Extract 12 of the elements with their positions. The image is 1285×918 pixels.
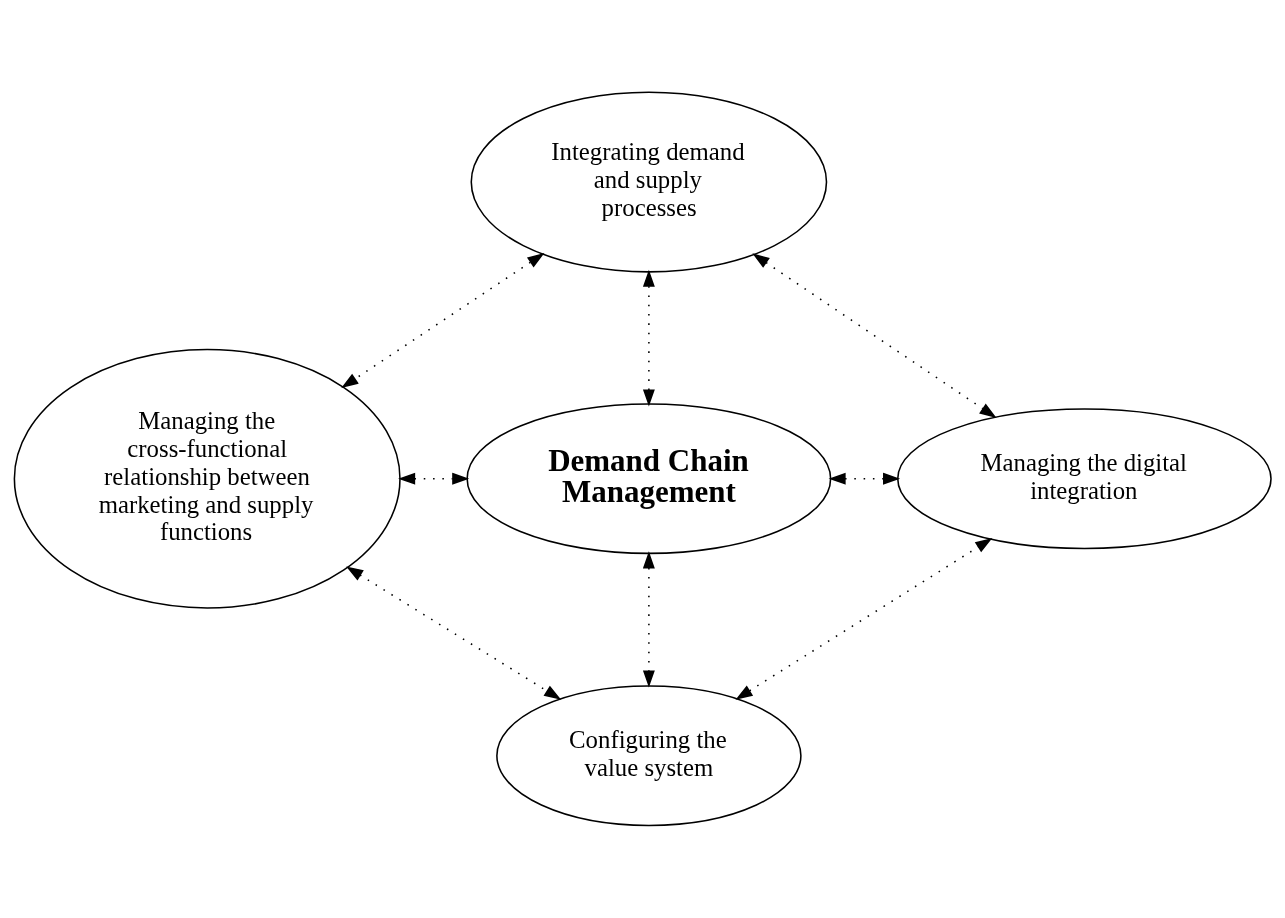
node-ellipse: Managing the cross-functional relationship between marketing and supply functions bbox=[13, 348, 401, 609]
node-ellipse: Integrating demand and supply processes bbox=[470, 91, 828, 273]
arrow bbox=[398, 472, 470, 485]
arrow bbox=[346, 566, 562, 700]
arrow bbox=[642, 269, 655, 407]
arrow bbox=[341, 253, 545, 389]
node-ellipse: Managing the digital integration bbox=[896, 408, 1272, 550]
arrow bbox=[752, 253, 997, 418]
node-ellipse: Demand Chain Management bbox=[466, 403, 832, 555]
arrow bbox=[642, 551, 655, 688]
arrow bbox=[828, 472, 901, 485]
arrow bbox=[735, 538, 993, 700]
